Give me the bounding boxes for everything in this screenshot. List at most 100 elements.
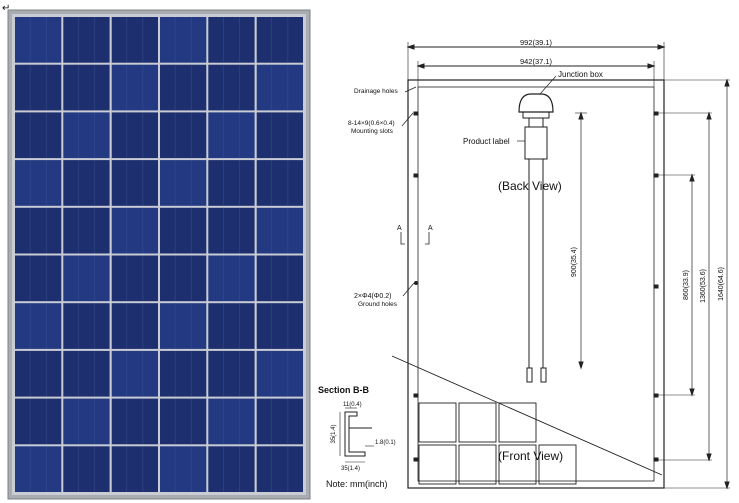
panel-cell [256, 160, 303, 206]
panel-cell [15, 112, 62, 159]
front-view-cut-line [391, 355, 663, 476]
solar-panel-photo [7, 9, 311, 500]
mounting-slot [653, 284, 659, 289]
panel-cell [15, 17, 62, 63]
front-view-cell [458, 444, 497, 485]
panel-cell [15, 64, 62, 111]
panel-cell [63, 303, 110, 349]
panel-cell [15, 350, 62, 397]
panel-cell [160, 255, 207, 302]
panel-cell [111, 303, 158, 349]
mounting-slot [413, 393, 419, 398]
connector-left [526, 367, 533, 383]
panel-cell [160, 64, 207, 111]
ground-holes-label: Ground holes [358, 301, 398, 308]
panel-cell [208, 398, 255, 445]
mounting-slots-dim-label: 8-14×9(0.6×0.4) [348, 120, 395, 127]
front-view-cell [498, 444, 537, 485]
panel-cell [63, 350, 110, 397]
technical-drawing [339, 42, 730, 490]
panel-cell [111, 398, 158, 445]
panel-cell [256, 255, 303, 302]
mounting-slot [413, 111, 419, 116]
section-title: Section B-B [318, 385, 370, 395]
drawing-labels: 992(39.1) 942(37.1) Junction box Drainag… [318, 38, 725, 489]
junction-box [518, 93, 554, 113]
panel-cell [208, 350, 255, 397]
mounting-slots-leader [401, 112, 414, 127]
panel-cell [160, 207, 207, 254]
dim-arrows-inner-width [416, 63, 656, 69]
drainage-holes-label: Drainage holes [354, 88, 398, 95]
drainage-holes-leader [404, 86, 417, 93]
mounting-slot [413, 457, 419, 462]
panel-cell [256, 303, 303, 349]
panel-cell [256, 398, 303, 445]
panel-cell [63, 64, 110, 111]
panel-cell [160, 350, 207, 397]
panel-cell [111, 207, 158, 254]
panel-cell [15, 303, 62, 349]
frame-profile [344, 411, 366, 457]
front-view-cells [418, 402, 577, 485]
panel-cell [111, 255, 158, 302]
panel-cell [208, 17, 255, 63]
panel-cell [256, 207, 303, 254]
panel-cell [160, 303, 207, 349]
mounting-slots-label: Mounting slots [351, 128, 394, 135]
panel-cell [15, 160, 62, 206]
panel-cells [15, 17, 303, 492]
panel-cell [15, 446, 62, 492]
panel-cell [111, 446, 158, 492]
mounting-slot [413, 173, 419, 178]
section-marker-label-right: A [428, 225, 433, 232]
connector-right [540, 367, 547, 383]
panel-cell [63, 255, 110, 302]
dim-total-width-label: 992(39.1) [520, 38, 553, 47]
panel-cell [256, 64, 303, 111]
front-view-cell [418, 444, 457, 485]
panel-cell [256, 446, 303, 492]
front-view-label: (Front View) [498, 449, 563, 463]
panel-cell [208, 446, 255, 492]
section-dim-right: 1.8(0.1) [375, 440, 396, 446]
panel-cell [111, 160, 158, 206]
panel-cell [63, 17, 110, 63]
ground-holes-dim-label: 2×Φ4(Φ0.2) [354, 293, 391, 300]
section-dim-left: 35(1.4) [331, 424, 337, 443]
corner-mark: ↵ [2, 3, 10, 14]
junction-box-label: Junction box [558, 70, 603, 79]
panel-cell [63, 112, 110, 159]
panel-cell [208, 207, 255, 254]
product-label-box [524, 126, 548, 160]
panel-cell [160, 17, 207, 63]
ground-hole [414, 281, 418, 285]
section-dim-bottom: 35(1.4) [341, 466, 360, 472]
junction-box-leader [539, 75, 557, 95]
panel-cell [15, 207, 62, 254]
panel-cell [256, 17, 303, 63]
panel-cell [111, 64, 158, 111]
panel-cell [208, 160, 255, 206]
dim-arrows-1360 [706, 111, 712, 462]
dim-arrows-860 [689, 173, 695, 397]
section-marker-label-left: A [397, 225, 402, 232]
section-marker-left [400, 232, 405, 245]
panel-cell [15, 255, 62, 302]
panel-cell [208, 255, 255, 302]
dim-1360-label: 1360(53.6) [700, 269, 707, 303]
panel-cell [63, 207, 110, 254]
panel-cell [208, 112, 255, 159]
front-view-cell [538, 444, 577, 485]
dim-cable-label: 900(35.4) [571, 247, 578, 277]
panel-cell [160, 160, 207, 206]
dim-arrows-1640 [724, 78, 730, 490]
panel-cell [63, 446, 110, 492]
ground-holes-leader [402, 282, 415, 297]
panel-cell [111, 112, 158, 159]
junction-box-base [522, 111, 550, 119]
panel-cell [256, 350, 303, 397]
mounting-slot [653, 457, 659, 462]
mounting-slot [653, 173, 659, 178]
